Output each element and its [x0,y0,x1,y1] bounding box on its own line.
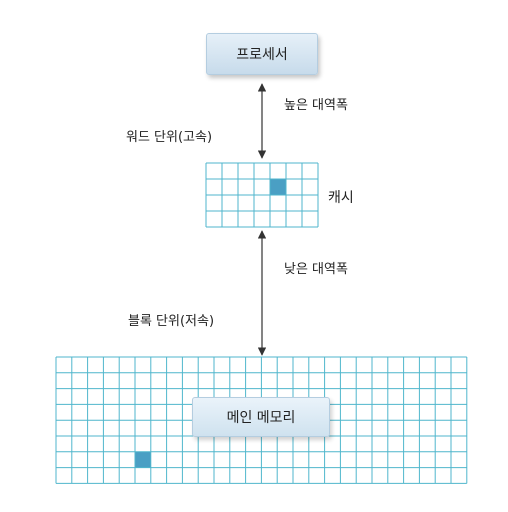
cache-label: 캐시 [328,190,354,206]
cache-grid-highlighted-block [270,179,286,195]
cache-grid [205,162,319,228]
processor-label: 프로세서 [236,47,288,63]
processor-box: 프로세서 [206,33,318,75]
block-unit-low-speed-label: 블록 단위(저속) [128,314,215,329]
main-memory-label: 메인 메모리 [226,410,296,426]
main-memory-grid-highlighted-block [135,451,151,468]
low-bandwidth-label: 낮은 대역폭 [284,262,348,277]
high-bandwidth-label: 높은 대역폭 [284,98,348,113]
word-unit-high-speed-label: 워드 단위(고속) [126,130,213,145]
main-memory-label-box: 메인 메모리 [192,397,330,437]
